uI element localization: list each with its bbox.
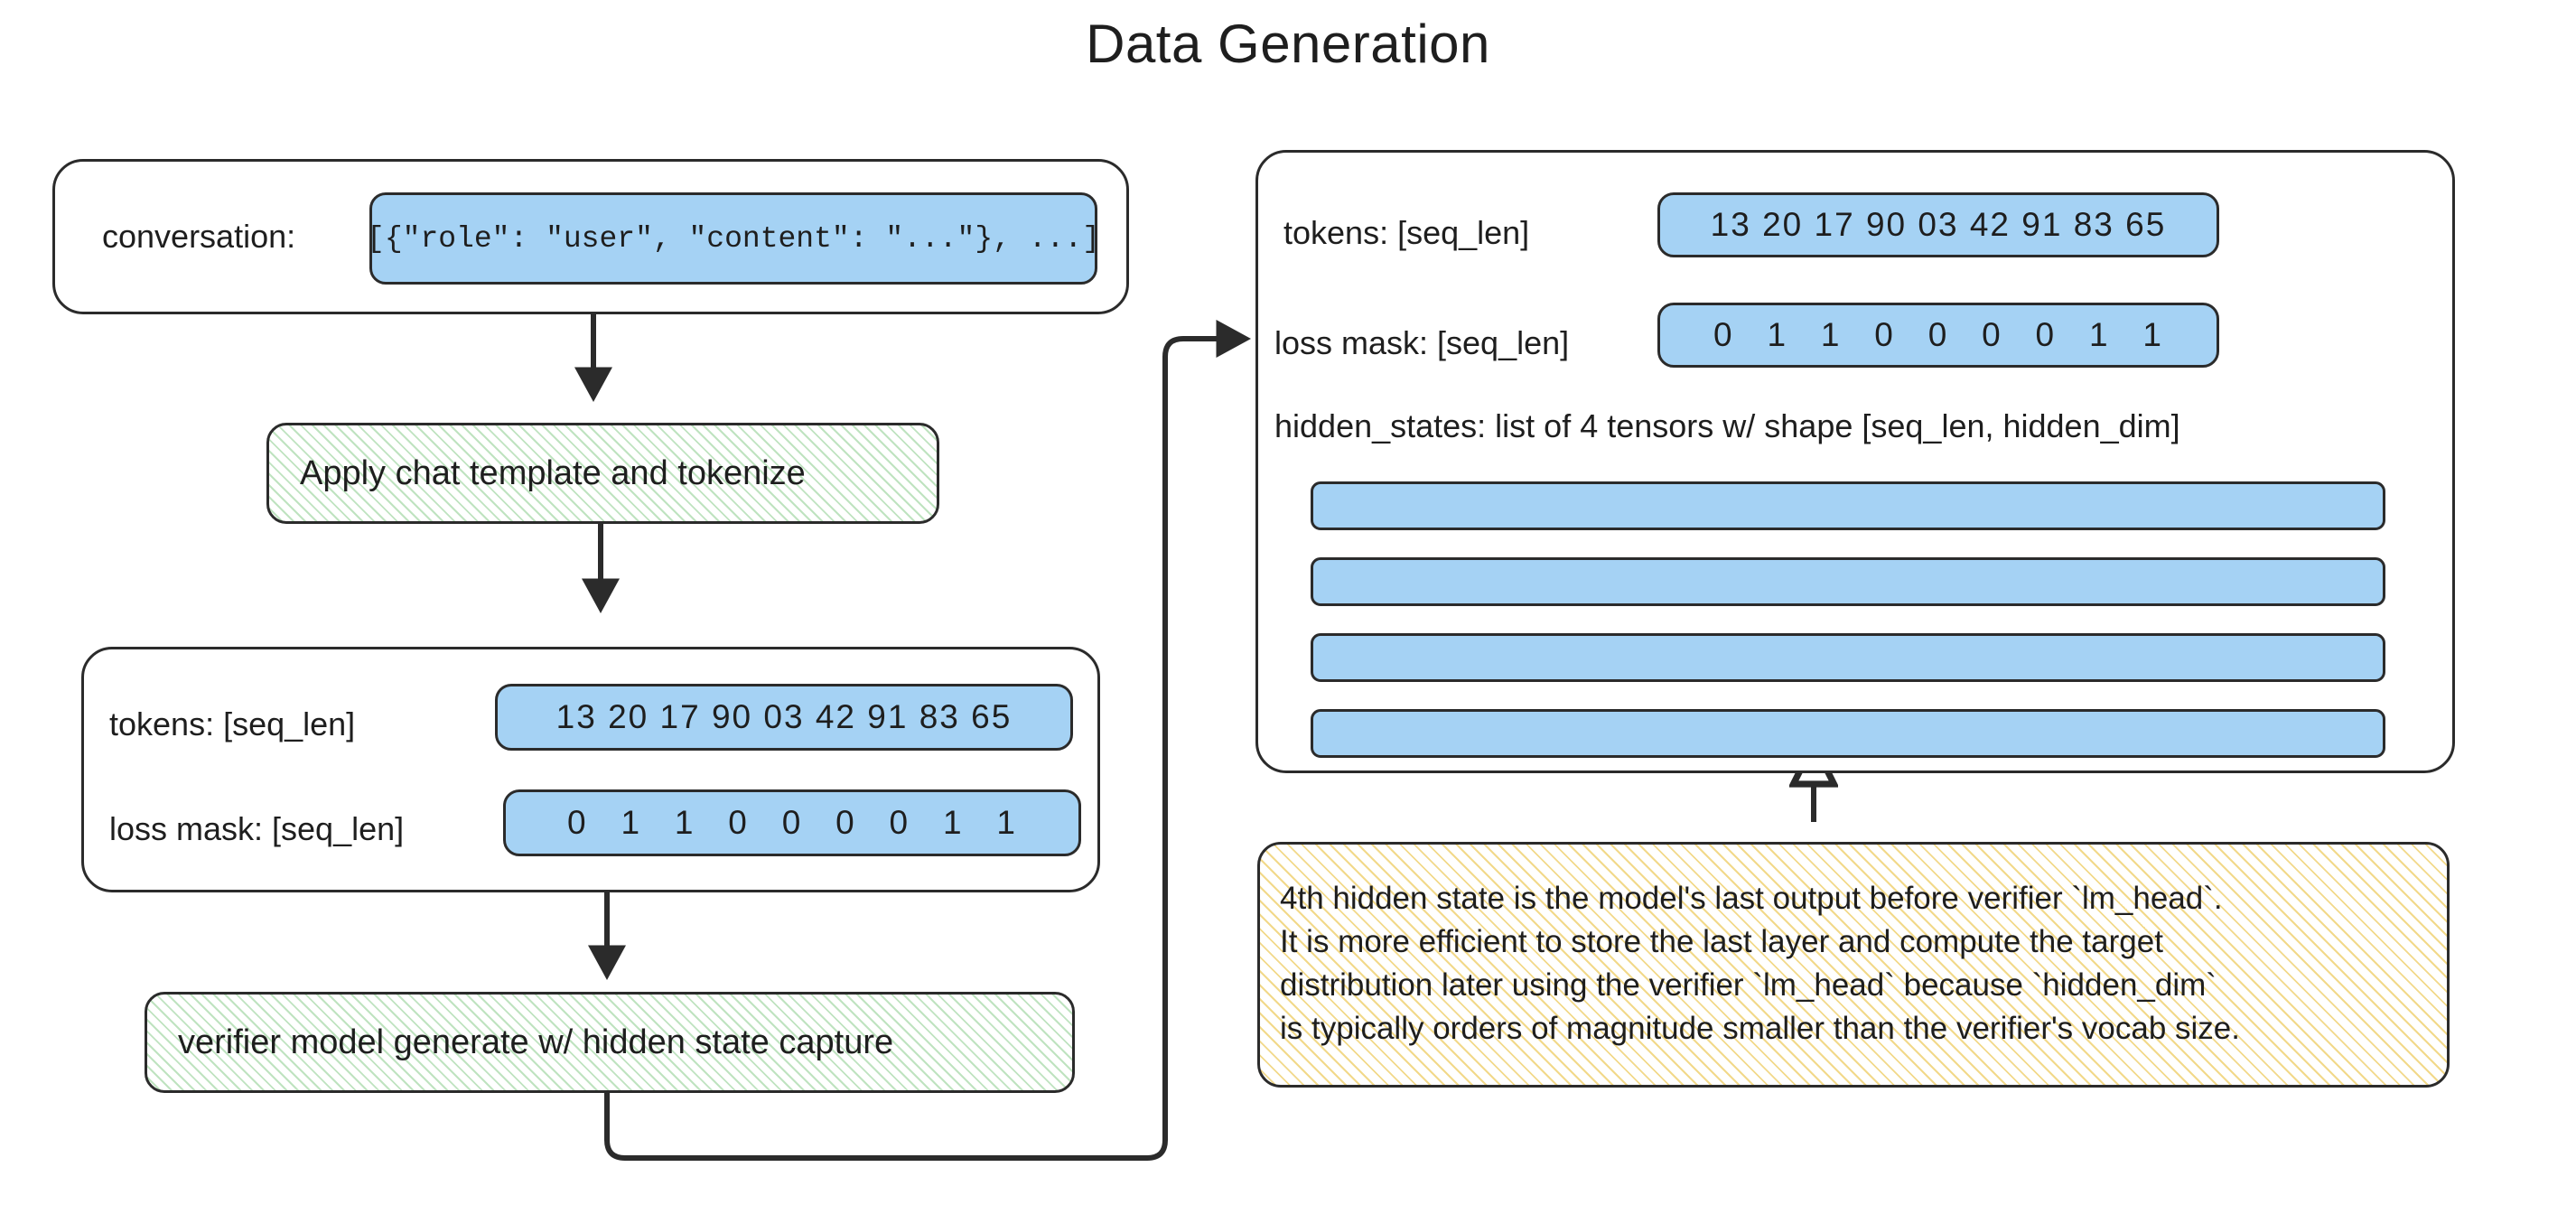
output-loss-mask-value: 0 1 1 0 0 0 0 1 1	[1713, 316, 2163, 353]
conversation-value: [{"role": "user", "content": "..."}, ...…	[367, 221, 1100, 256]
page-title: Data Generation	[1086, 14, 1490, 74]
output-tokens-value: 13 20 17 90 03 42 91 83 65	[1710, 206, 2167, 243]
process-verifier-generate[interactable]: verifier model generate w/ hidden state …	[145, 992, 1075, 1093]
loss-mask-value: 0 1 1 0 0 0 0 1 1	[567, 804, 1017, 841]
process-apply-chat-template[interactable]: Apply chat template and tokenize	[266, 423, 939, 524]
output-tokens-value-pill: 13 20 17 90 03 42 91 83 65	[1657, 192, 2219, 257]
note-line: is typically orders of magnitude smaller…	[1280, 1011, 2240, 1046]
note-line: It is more efficient to store the last l…	[1280, 924, 2163, 959]
loss-mask-label: loss mask: [seq_len]	[109, 810, 405, 847]
output-sample-panel: tokens: [seq_len] 13 20 17 90 03 42 91 8…	[1255, 150, 2455, 773]
tensor-bar	[1311, 481, 2385, 530]
loss-mask-value-pill: 0 1 1 0 0 0 0 1 1	[503, 789, 1081, 856]
tokens-value-pill: 13 20 17 90 03 42 91 83 65	[495, 684, 1073, 751]
explanation-note: 4th hidden state is the model's last out…	[1257, 842, 2450, 1088]
tokens-value: 13 20 17 90 03 42 91 83 65	[555, 698, 1013, 735]
note-line: 4th hidden state is the model's last out…	[1280, 881, 2223, 916]
hidden-states-label: hidden_states: list of 4 tensors w/ shap…	[1274, 407, 2180, 444]
process-verifier-generate-label: verifier model generate w/ hidden state …	[178, 1023, 894, 1061]
process-apply-chat-template-label: Apply chat template and tokenize	[300, 453, 806, 492]
note-line: distribution later using the verifier `l…	[1280, 967, 2217, 1003]
output-loss-mask-label: loss mask: [seq_len]	[1274, 324, 1570, 361]
output-tokens-label: tokens: [seq_len]	[1283, 214, 1530, 251]
tokens-label: tokens: [seq_len]	[109, 705, 356, 742]
conversation-panel: conversation: [{"role": "user", "content…	[52, 159, 1129, 314]
conversation-value-pill: [{"role": "user", "content": "..."}, ...…	[367, 192, 1100, 285]
tensor-bar	[1311, 557, 2385, 606]
tokens-loss-panel: tokens: [seq_len] 13 20 17 90 03 42 91 8…	[81, 647, 1100, 892]
conversation-label: conversation:	[102, 218, 296, 255]
tensor-bar	[1311, 709, 2385, 758]
tensor-bar	[1311, 633, 2385, 682]
output-loss-mask-value-pill: 0 1 1 0 0 0 0 1 1	[1657, 303, 2219, 368]
